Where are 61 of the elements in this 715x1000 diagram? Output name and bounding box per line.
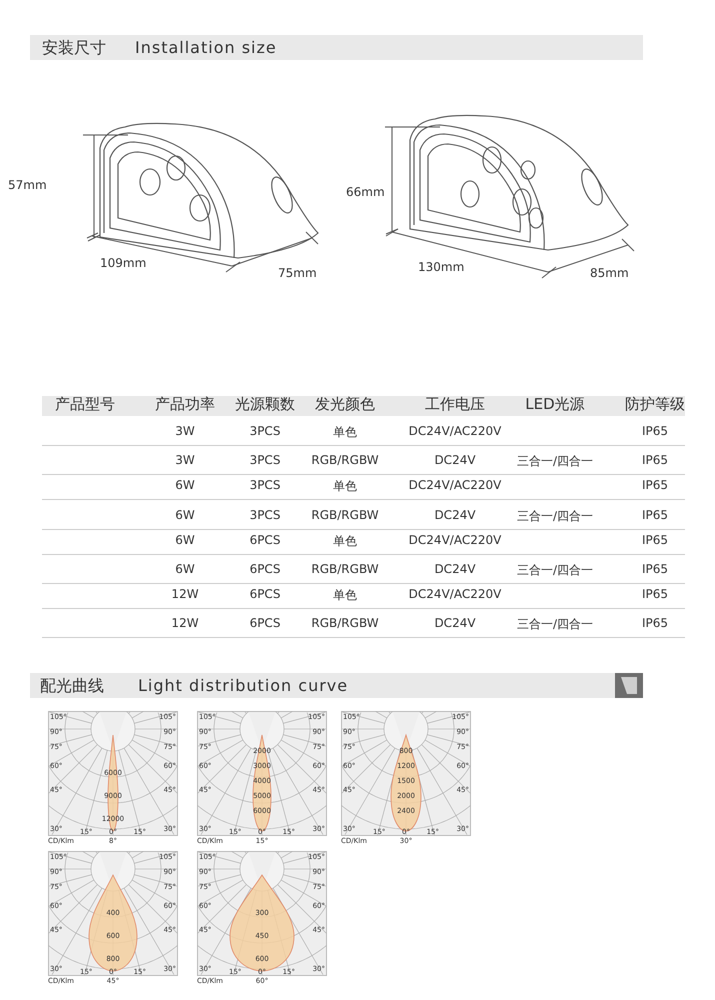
table-cell: DC24V bbox=[434, 562, 476, 576]
dimension-label: 57mm bbox=[8, 178, 47, 192]
table-cell: 三合一/四合一 bbox=[516, 562, 594, 579]
table-cell: 6W bbox=[175, 508, 195, 522]
dimension-label: 109mm bbox=[100, 256, 146, 270]
table-cell: 6PCS bbox=[250, 587, 280, 601]
table-cell: 3PCS bbox=[250, 453, 280, 467]
table-header: 产品功率 bbox=[155, 395, 215, 414]
table-cell: IP65 bbox=[642, 533, 668, 547]
section-heading: 安装尺寸 bbox=[42, 38, 106, 59]
table-header: 工作电压 bbox=[425, 395, 485, 414]
dimension-label: 75mm bbox=[278, 266, 317, 280]
table-cell: 3PCS bbox=[250, 424, 280, 438]
table-cell: 三合一/四合一 bbox=[516, 453, 594, 470]
table-cell: 12W bbox=[171, 587, 199, 601]
table-cell: RGB/RGBW bbox=[311, 562, 379, 576]
table-header: LED光源 bbox=[525, 395, 585, 414]
table-cell: 6PCS bbox=[250, 533, 280, 547]
table-cell: IP65 bbox=[642, 616, 668, 630]
table-header: 防护等级 bbox=[625, 395, 685, 414]
table-cell: IP65 bbox=[642, 562, 668, 576]
dimension-label: 85mm bbox=[590, 266, 629, 280]
table-cell: 6W bbox=[175, 562, 195, 576]
table-cell: 6PCS bbox=[250, 562, 280, 576]
table-cell: IP65 bbox=[642, 508, 668, 522]
table-cell: 单色 bbox=[333, 424, 357, 441]
table-cell: DC24V bbox=[434, 508, 476, 522]
table-cell: 3PCS bbox=[250, 478, 280, 492]
table-header: 产品型号 bbox=[55, 395, 115, 414]
table-cell: 单色 bbox=[333, 533, 357, 550]
dimension-label: 130mm bbox=[418, 260, 464, 274]
table-cell: 单色 bbox=[333, 478, 357, 495]
table-cell: RGB/RGBW bbox=[311, 453, 379, 467]
table-cell: IP65 bbox=[642, 424, 668, 438]
table-cell: 12W bbox=[171, 616, 199, 630]
table-cell: DC24V/AC220V bbox=[408, 424, 502, 438]
table-cell: 三合一/四合一 bbox=[516, 616, 594, 633]
section-heading: 配光曲线 bbox=[40, 676, 104, 697]
table-cell: 6W bbox=[175, 478, 195, 492]
table-cell: DC24V bbox=[434, 616, 476, 630]
table-cell: RGB/RGBW bbox=[311, 508, 379, 522]
table-cell: IP65 bbox=[642, 587, 668, 601]
table-cell: 单色 bbox=[333, 587, 357, 604]
table-cell: DC24V/AC220V bbox=[408, 533, 502, 547]
table-cell: DC24V/AC220V bbox=[408, 478, 502, 492]
table-cell: 3W bbox=[175, 424, 195, 438]
table-cell: 6PCS bbox=[250, 616, 280, 630]
table-cell: 3PCS bbox=[250, 508, 280, 522]
table-cell: 3W bbox=[175, 453, 195, 467]
section-heading: Light distribution curve bbox=[138, 676, 348, 695]
section-heading: Installation size bbox=[135, 38, 277, 57]
table-cell: DC24V bbox=[434, 453, 476, 467]
table-cell: IP65 bbox=[642, 453, 668, 467]
table-cell: RGB/RGBW bbox=[311, 616, 379, 630]
table-cell: DC24V/AC220V bbox=[408, 587, 502, 601]
dimension-label: 66mm bbox=[346, 185, 385, 199]
table-cell: 三合一/四合一 bbox=[516, 508, 594, 525]
table-header: 发光颜色 bbox=[315, 395, 375, 414]
table-header: 光源颗数 bbox=[235, 395, 295, 414]
table-cell: IP65 bbox=[642, 478, 668, 492]
table-cell: 6W bbox=[175, 533, 195, 547]
